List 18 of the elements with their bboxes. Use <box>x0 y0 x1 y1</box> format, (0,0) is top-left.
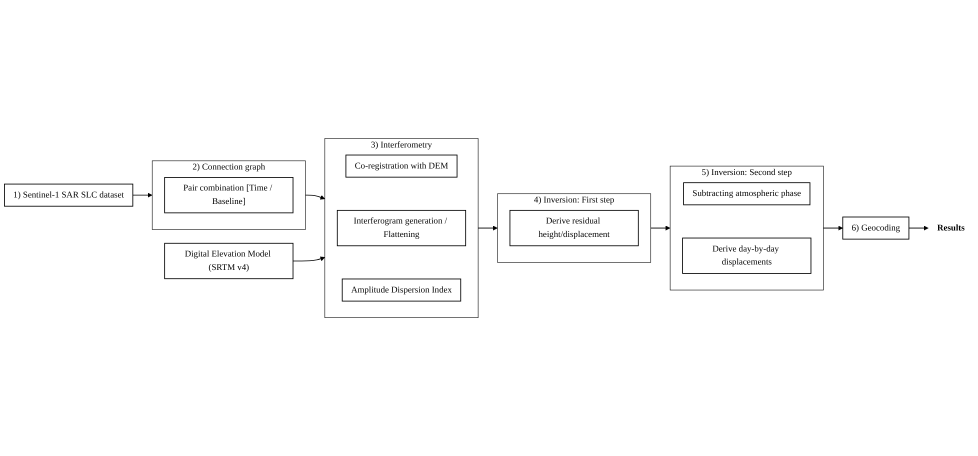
node-text: Results <box>937 223 965 232</box>
arrow <box>650 226 670 230</box>
node-box: 6) Geocoding <box>842 216 910 240</box>
arrow <box>908 226 928 230</box>
node-box: 1) Sentinel-1 SAR SLC dataset <box>4 184 134 207</box>
arrow <box>305 194 326 200</box>
arrow <box>292 256 326 262</box>
arrow <box>132 192 152 198</box>
node-box: Derive day-by-day displacements <box>682 238 812 274</box>
arrow <box>823 226 843 230</box>
node-box: Derive residual height/displacement <box>510 210 639 246</box>
node-box: Digital Elevation Model (SRTM v4) <box>164 242 294 280</box>
node-box: Interferogram generation / Flattening <box>336 210 466 246</box>
arrow <box>478 226 498 230</box>
node-box: Co-registration with DEM <box>345 154 458 178</box>
node-box: Amplitude Dispersion Index <box>342 278 462 302</box>
node-box: Subtracting atmospheric phase <box>683 182 810 206</box>
node-box: Pair combination [Time / Baseline] <box>164 176 294 214</box>
